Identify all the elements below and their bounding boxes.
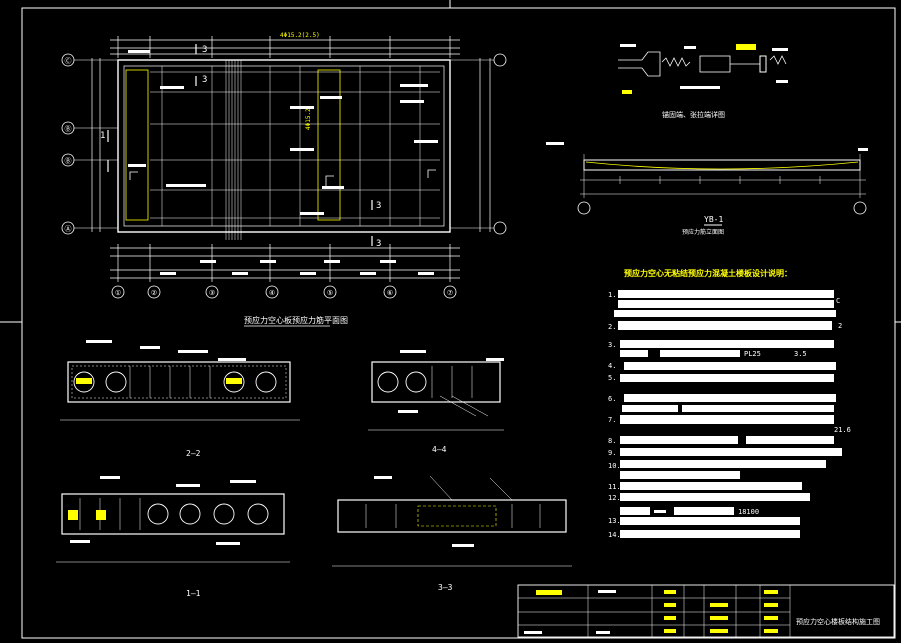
edge-beam-left — [125, 69, 149, 221]
note-fragment-18100: 18100 — [738, 508, 759, 516]
note-line-9a — [620, 448, 842, 456]
note-line-8a — [620, 436, 738, 444]
elevation-yb1 — [546, 142, 868, 215]
note-line-6a — [624, 394, 836, 402]
axis-label-6: ⑥ — [387, 289, 393, 297]
note-line-7a — [620, 415, 834, 424]
note-line-14a — [620, 530, 800, 538]
note-number-7: 7. — [608, 416, 616, 424]
note-line-12a — [620, 493, 810, 501]
note-line-3b — [620, 350, 648, 357]
note-line-13d — [620, 517, 800, 525]
top-dimension-label: 4Φ15.2(2.5) — [280, 32, 320, 39]
note-line-13c — [674, 507, 734, 515]
note-line-5a — [620, 374, 834, 382]
note-fragment-c: C — [836, 297, 840, 305]
note-number-1: 1. — [608, 291, 616, 299]
axis-label-3: ③ — [209, 289, 215, 297]
note-number-9: 9. — [608, 449, 616, 457]
section-mark-3-mid: 3 — [202, 75, 207, 85]
section-4-4-title: 4—4 — [432, 445, 447, 454]
axis-label-c: Ⓒ — [65, 57, 72, 65]
drawing-frame — [21, 7, 896, 639]
note-line-13a — [620, 507, 650, 515]
axis-label-4: ④ — [269, 289, 275, 297]
note-number-13: 13. — [608, 517, 621, 525]
note-line-6b — [622, 405, 678, 412]
note-line-1c — [614, 310, 836, 317]
note-fragment-pl25: PL25 — [744, 350, 761, 358]
note-number-5: 5. — [608, 374, 616, 382]
elevation-title: 预应力筋立面图 — [682, 228, 724, 236]
note-line-10b — [620, 471, 740, 479]
slab-outline — [117, 59, 451, 233]
drawing-name: 预应力空心楼板结构施工图 — [796, 617, 880, 626]
anchor-detail — [618, 44, 788, 94]
note-line-6c — [682, 405, 834, 412]
note-number-14: 14. — [608, 531, 621, 539]
note-line-8b — [746, 436, 834, 444]
edge-beam-mid — [317, 69, 341, 221]
section-2-2 — [60, 340, 300, 421]
note-fragment-2: 2 — [838, 322, 842, 330]
section-3-3 — [332, 475, 572, 567]
design-notes: 预应力空心无粘结预应力混凝土楼板设计说明： 1. 2. 3. 4. 5. 6. … — [608, 268, 851, 539]
note-number-11: 11. — [608, 483, 621, 491]
note-number-8: 8. — [608, 437, 616, 445]
section-mark-1: 1 — [100, 131, 105, 141]
notes-title: 预应力空心无粘结预应力混凝土楼板设计说明： — [624, 268, 792, 278]
note-fragment-216: 21.6 — [834, 426, 851, 434]
note-line-10a — [620, 460, 826, 468]
note-line-1b — [618, 300, 834, 308]
plan-title: 预应力空心板预应力筋平面图 — [244, 315, 348, 325]
title-block: 预应力空心楼板结构施工图 — [517, 584, 895, 638]
section-mark-3-top: 3 — [202, 45, 207, 55]
note-line-11a — [620, 482, 802, 490]
note-line-3c — [660, 350, 740, 357]
axis-label-2: ② — [151, 289, 157, 297]
note-line-1a — [618, 290, 834, 298]
axis-label-b2: Ⓑ — [65, 157, 72, 165]
note-number-12: 12. — [608, 494, 621, 502]
note-number-3: 3. — [608, 341, 616, 349]
axis-label-7: ⑦ — [447, 289, 453, 297]
note-line-3a — [620, 340, 834, 348]
note-number-2: 2. — [608, 323, 616, 331]
section-1-1 — [56, 476, 290, 563]
axis-label-1: ① — [115, 289, 121, 297]
note-line-2a — [618, 321, 832, 330]
section-4-4 — [368, 350, 504, 431]
axis-label-a: Ⓐ — [65, 225, 72, 233]
note-fragment-35: 3.5 — [794, 350, 807, 358]
section-2-2-title: 2—2 — [186, 449, 201, 458]
note-number-4: 4. — [608, 362, 616, 370]
section-mark-3-bottom: 3 — [376, 201, 381, 211]
note-number-6: 6. — [608, 395, 616, 403]
section-mark-3-lower: 3 — [376, 239, 381, 249]
note-line-13b — [654, 510, 666, 513]
section-1-1-title: 1—1 — [186, 589, 201, 598]
side-dimension-label: 4Φ15.2 — [305, 108, 312, 130]
axis-label-5: ⑤ — [327, 289, 333, 297]
elevation-name: YB-1 — [704, 215, 723, 224]
axis-label-b1: Ⓑ — [65, 125, 72, 133]
floor-plan: 4Φ15.2(2.5) 4Φ15.2 3 3 3 3 1 — [61, 32, 507, 299]
note-number-10: 10. — [608, 462, 621, 470]
note-line-4a — [624, 362, 836, 370]
anchor-detail-title: 锚固端、张拉端详图 — [662, 110, 725, 119]
section-3-3-title: 3—3 — [438, 583, 453, 592]
